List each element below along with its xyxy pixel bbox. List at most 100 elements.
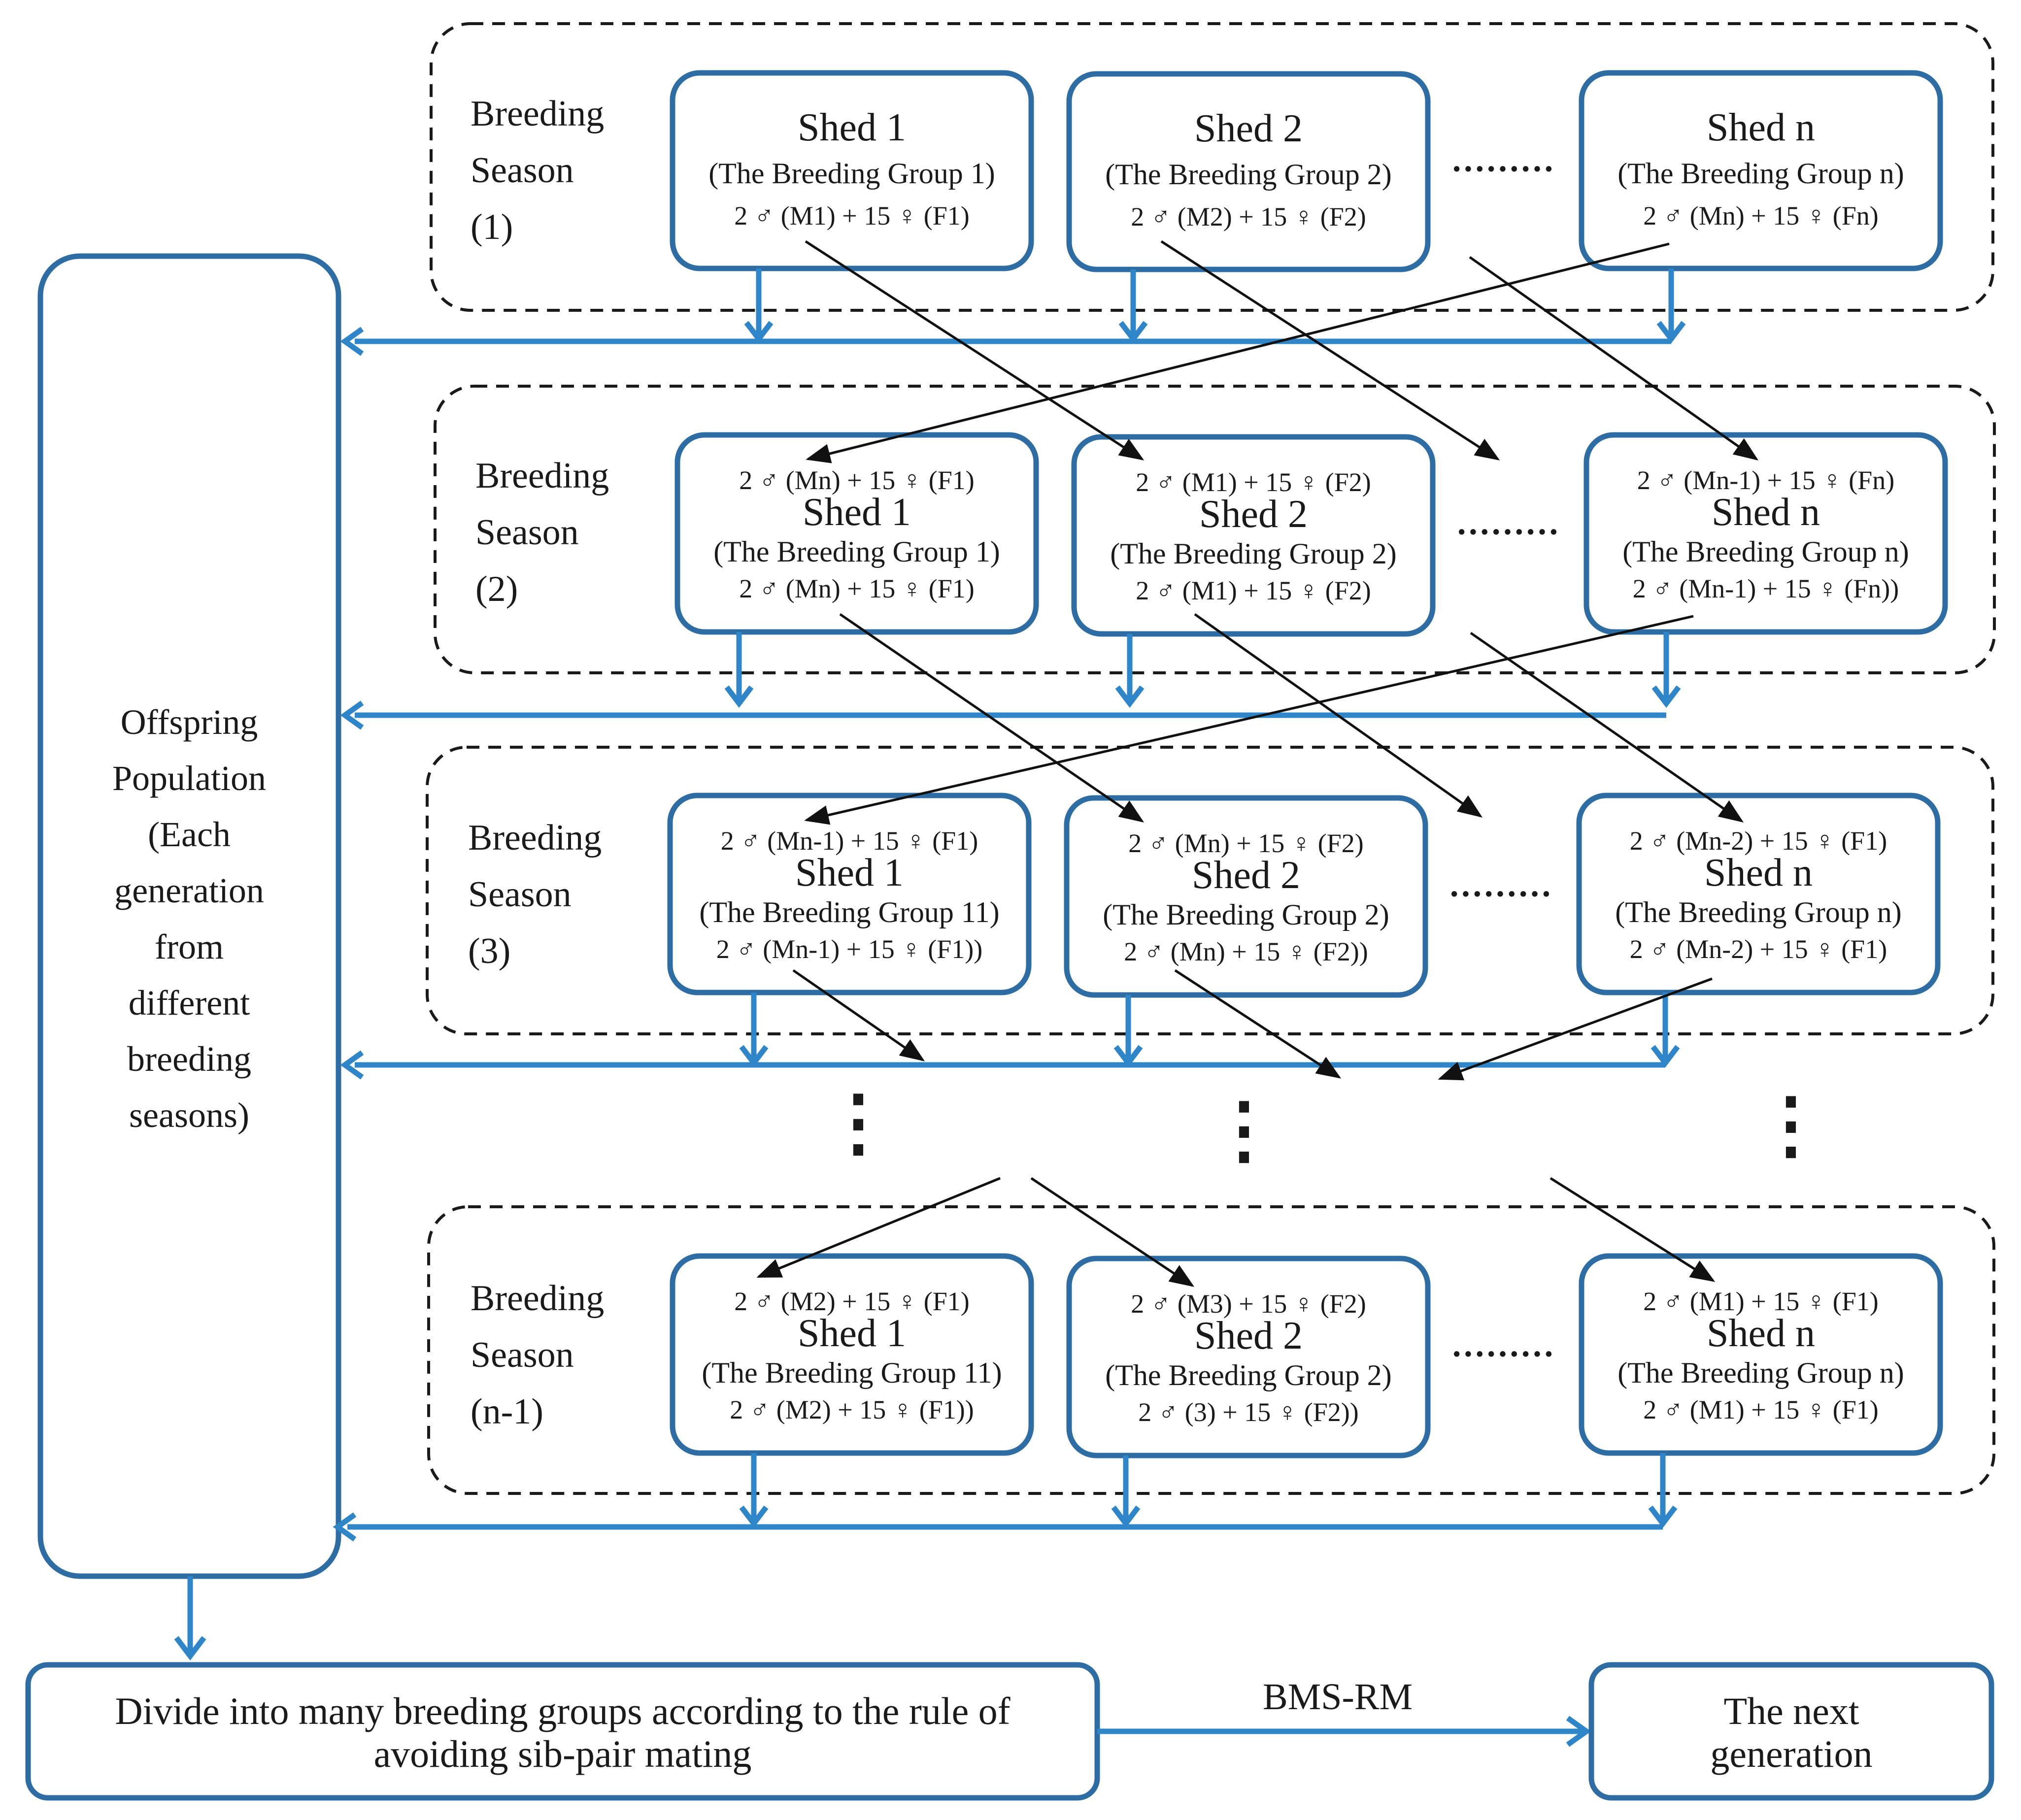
drop-arrowhead (1115, 685, 1145, 708)
shed-group: (The Breeding Group 1) (708, 157, 995, 190)
shed-composition: 2 ♂ (M2) + 15 ♀ (F1) (734, 1287, 969, 1316)
offspring-population-box (37, 253, 341, 1579)
shed-group: (The Breeding Group 11) (699, 896, 999, 928)
shed-2-box (1066, 1256, 1431, 1458)
offspring-line: Offspring (121, 702, 258, 742)
more-sheds-dots: ········· (1451, 150, 1554, 188)
rotation-arrow (1469, 256, 1759, 461)
shed-composition: 2 ♂ (Mn-1) + 15 ♀ (F1)) (716, 934, 982, 964)
bms-rm-label: BMS-RM (1263, 1676, 1413, 1718)
shed-composition: 2 ♂ (Mn) + 15 ♀ (Fn) (1643, 201, 1878, 231)
rotation-arrow (1160, 240, 1500, 461)
collector-arrowhead (340, 700, 364, 730)
offspring-line: seasons) (129, 1095, 249, 1135)
male-rotation-arrows (756, 240, 1759, 1287)
offspring-to-divide-arrowhead (174, 1636, 206, 1661)
season-label: Breeding (471, 1278, 604, 1319)
shed-composition: 2 ♂ (M1) + 15 ♀ (F2) (1136, 467, 1371, 497)
shed-title: Shed 2 (1194, 107, 1303, 150)
divide-groups-text: avoiding sib-pair mating (374, 1732, 752, 1775)
continuation-dots: ⋮ (1754, 1085, 1828, 1166)
shed-n-box (1579, 70, 1943, 271)
shed-group: (The Breeding Group 2) (1105, 158, 1391, 191)
season-label: Season (475, 512, 579, 553)
offspring-line: different (129, 983, 250, 1023)
shed-group: (The Breeding Group 11) (702, 1357, 1002, 1389)
next-generation-text: generation (1710, 1732, 1872, 1775)
season-label: Breeding (468, 818, 602, 858)
rotation-arrow (792, 969, 925, 1061)
shed-1-box (667, 793, 1032, 995)
shed-1-box (670, 70, 1034, 271)
shed-title: Shed 2 (1194, 1314, 1303, 1357)
rotation-arrow (1470, 631, 1744, 823)
shed-composition: 2 ♂ (Mn) + 15 ♀ (F1) (739, 465, 974, 495)
season-label: (3) (468, 931, 510, 971)
shed-1-box (670, 1253, 1034, 1456)
offspring-line: from (155, 927, 224, 966)
shed-n-box (1583, 432, 1948, 635)
rotation-arrow (1174, 969, 1342, 1079)
shed-composition: 2 ♂ (Mn) + 15 ♀ (F2) (1128, 828, 1363, 858)
shed-composition: 2 ♂ (Mn-2) + 15 ♀ (F1) (1630, 934, 1887, 964)
shed-group: (The Breeding Group 2) (1103, 898, 1389, 931)
shed-composition: 2 ♂ (M1) + 15 ♀ (F1) (1643, 1287, 1878, 1316)
shed-composition: 2 ♂ (M2) + 15 ♀ (F1)) (730, 1395, 974, 1424)
collector-arrowhead (333, 1512, 357, 1542)
shed-composition: 2 ♂ (M1) + 15 ♀ (F2) (1136, 576, 1371, 605)
rotation-arrow (805, 240, 1145, 461)
drop-arrowhead (1648, 1505, 1678, 1528)
season-2-container (434, 385, 1996, 674)
season-2: Breeding Season (2) 2 ♂ (Mn) + 15 ♀ (F1)… (475, 432, 1948, 637)
shed-composition: 2 ♂ (3) + 15 ♀ (F2)) (1138, 1397, 1358, 1427)
offspring-population-label: Offspring Population (Each generation fr… (112, 702, 266, 1135)
rotation-arrow (806, 242, 1670, 463)
season-label: (n-1) (471, 1391, 543, 1432)
drop-arrowhead (724, 685, 754, 708)
season-n-1-container (427, 1205, 1995, 1495)
season-label: Season (471, 1335, 574, 1375)
rotation-arrow (804, 615, 1694, 825)
shed-title: Shed 1 (798, 106, 906, 149)
shed-title: Shed n (1704, 851, 1813, 894)
season-3: Breeding Season (3) 2 ♂ (Mn-1) + 15 ♀ (F… (468, 793, 1941, 998)
drop-arrowhead (739, 1505, 769, 1528)
shed-title: Shed n (1712, 491, 1820, 534)
more-sheds-dots: ········· (1451, 1335, 1554, 1373)
more-sheds-dots: ········· (1448, 875, 1552, 913)
season-label: (1) (471, 207, 513, 247)
drop-arrowhead (1651, 685, 1681, 708)
shed-group: (The Breeding Group n) (1615, 896, 1901, 928)
shed-composition: 2 ♂ (Mn) + 15 ♀ (F1) (739, 574, 974, 603)
shed-title: Shed n (1707, 106, 1815, 149)
shed-group: (The Breeding Group 2) (1110, 537, 1396, 570)
season-label: Season (471, 150, 574, 191)
collector-arrowhead (340, 327, 364, 356)
drop-arrowhead (739, 1045, 769, 1068)
more-sheds-dots: ········· (1456, 513, 1559, 551)
shed-composition: 2 ♂ (Mn-2) + 15 ♀ (F1) (1630, 826, 1887, 856)
rotation-arrow (1194, 613, 1483, 818)
season-n-1: Breeding Season (n-1) 2 ♂ (M2) + 15 ♀ (F… (471, 1253, 1943, 1458)
season-label: (2) (475, 569, 518, 609)
offspring-line: generation (114, 871, 264, 910)
shed-group: (The Breeding Group 2) (1105, 1359, 1391, 1391)
season-1: Breeding Season (1) Shed 1 (The Breeding… (471, 70, 1943, 272)
shed-title: Shed 1 (803, 491, 911, 534)
collector-arrowhead (340, 1050, 364, 1080)
rotation-arrow (1549, 1177, 1716, 1282)
continuation-dots: ⋮ (821, 1082, 895, 1164)
shed-group: (The Breeding Group n) (1617, 1357, 1904, 1389)
shed-group: (The Breeding Group n) (1617, 157, 1904, 190)
shed-title: Shed 1 (798, 1312, 906, 1355)
shed-composition: 2 ♂ (Mn-1) + 15 ♀ (Fn) (1637, 465, 1894, 495)
shed-title: Shed n (1707, 1312, 1815, 1355)
shed-n-box (1576, 793, 1941, 995)
divide-groups-text: Divide into many breeding groups accordi… (115, 1689, 1010, 1732)
drop-arrowhead (1118, 321, 1148, 344)
drop-arrowhead (1650, 1045, 1680, 1068)
season-1-container (430, 22, 1994, 312)
next-generation-text: The next (1723, 1689, 1859, 1732)
offspring-line: Population (112, 759, 266, 798)
shed-title: Shed 2 (1199, 493, 1308, 536)
